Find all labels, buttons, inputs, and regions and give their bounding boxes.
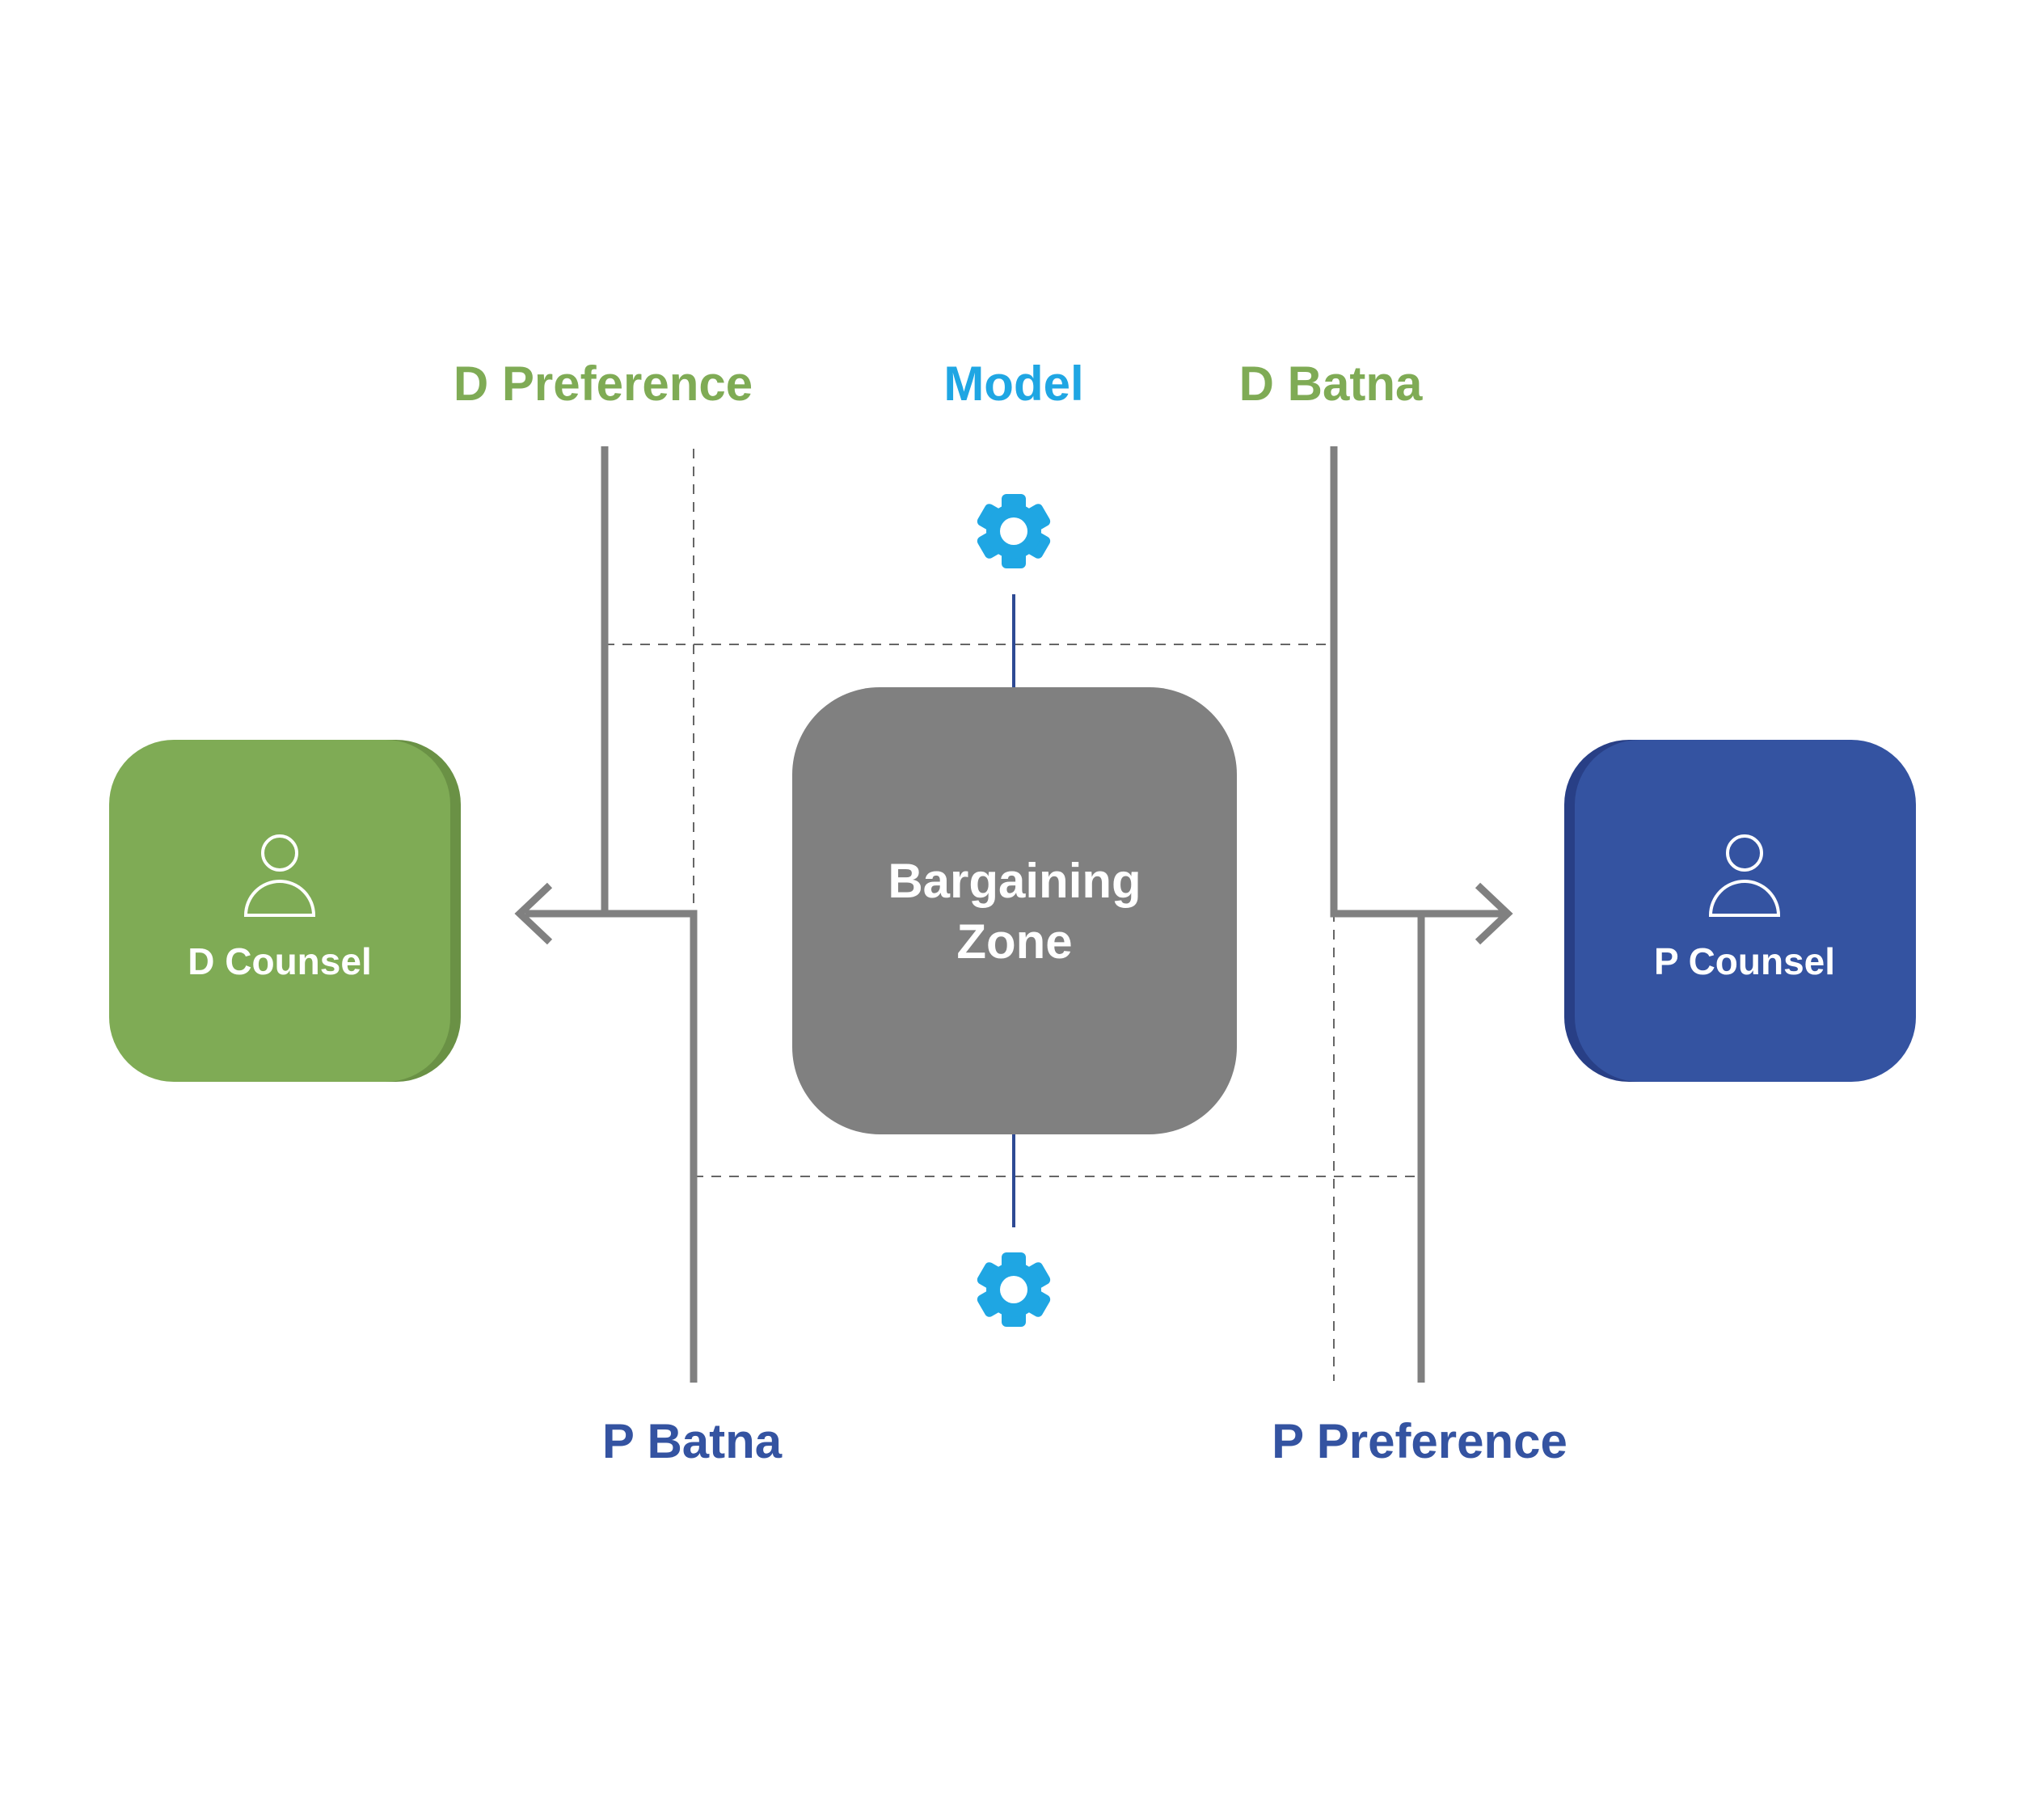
p-counsel-node: P Counsel — [1564, 740, 1916, 1082]
dashed-guides — [605, 449, 1421, 1381]
bargaining-zone-box — [792, 687, 1237, 1134]
user-icon — [1708, 834, 1781, 917]
gear-icon — [977, 1252, 1051, 1327]
bargaining-zone-label-line1: Bargaining — [888, 854, 1141, 908]
d-preference-line — [525, 446, 609, 918]
gear-icon — [977, 494, 1051, 568]
d-counsel-label: D Counsel — [188, 940, 371, 982]
d-counsel-box — [109, 740, 450, 1082]
boundary-lines — [514, 446, 1513, 1383]
arrowhead-right — [1475, 882, 1513, 945]
p-counsel-label: P Counsel — [1654, 940, 1835, 982]
p-batna-line — [605, 910, 698, 1383]
user-icon — [243, 834, 316, 917]
p-counsel-box — [1575, 740, 1916, 1082]
arrowhead-left — [514, 882, 553, 945]
bargaining-zone-label-line2: Zone — [956, 914, 1072, 969]
d-batna-label: D Batna — [1239, 357, 1423, 411]
model-label: Model — [943, 357, 1083, 411]
d-counsel-node: D Counsel — [109, 740, 461, 1082]
d-preference-label: D Preference — [454, 357, 753, 411]
bargaining-zone: Bargaining Zone — [792, 687, 1237, 1134]
d-batna-line — [1330, 446, 1421, 918]
p-preference-label: P Preference — [1272, 1414, 1567, 1468]
p-preference-line — [1417, 910, 1504, 1383]
p-batna-label: P Batna — [602, 1414, 783, 1468]
